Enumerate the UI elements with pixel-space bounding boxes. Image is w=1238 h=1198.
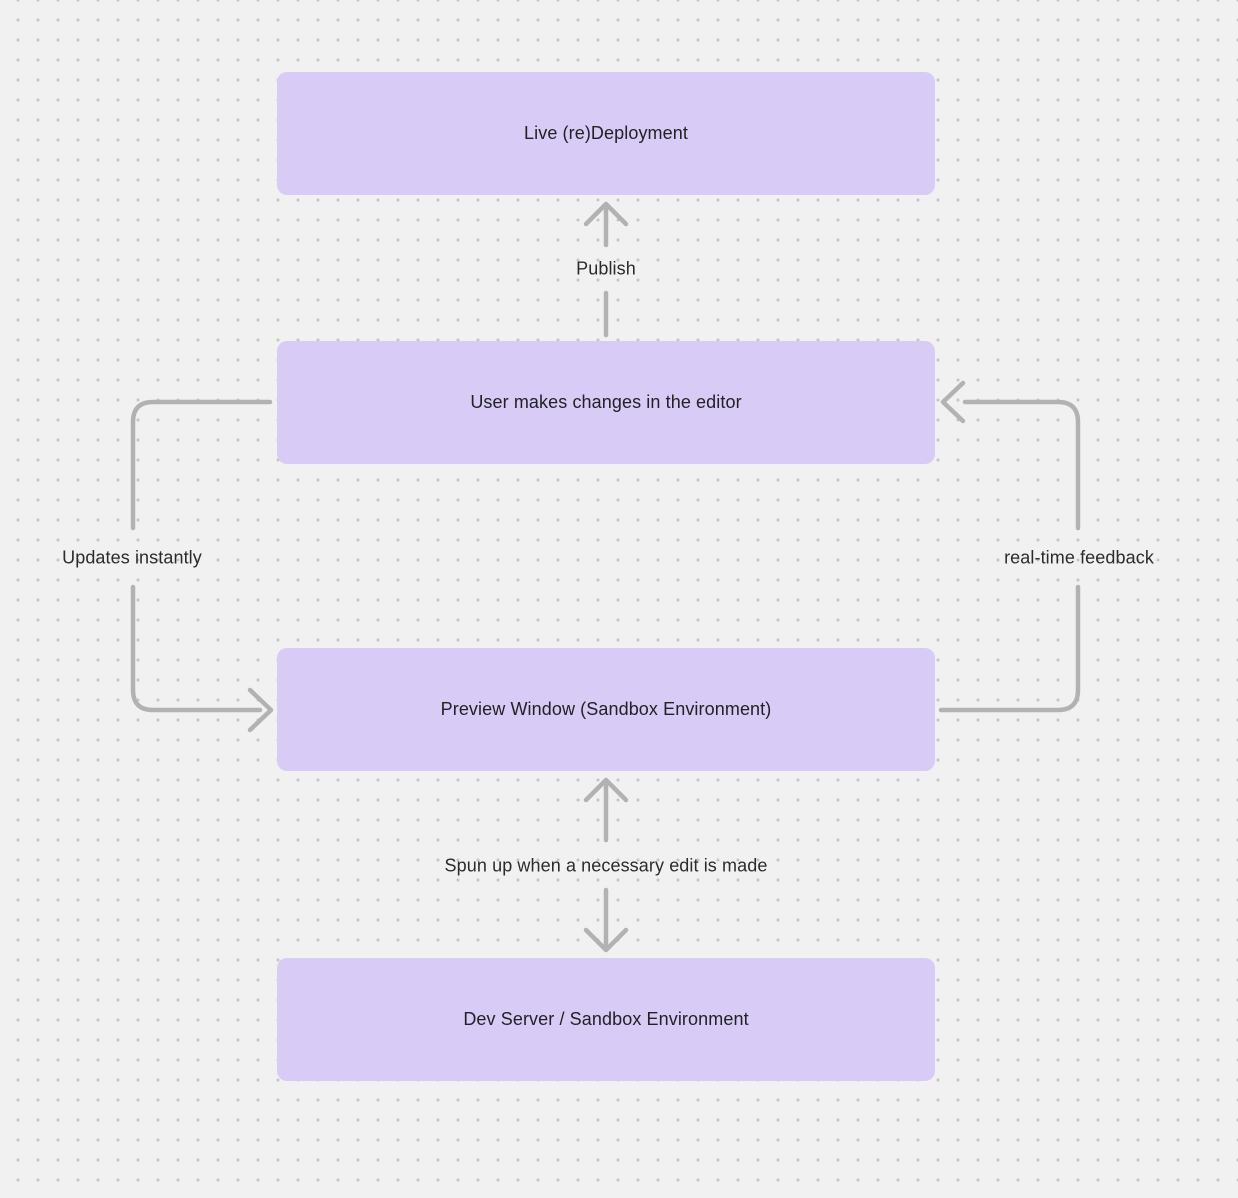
edge-label-realtime-feedback: real-time feedback: [1004, 547, 1154, 568]
node-dev-server[interactable]: Dev Server / Sandbox Environment: [277, 958, 935, 1081]
node-user-edits[interactable]: User makes changes in the editor: [277, 341, 935, 464]
edge-label-updates-instantly: Updates instantly: [62, 547, 202, 568]
arrowhead-up-icon: [583, 201, 629, 227]
arrowhead-right-icon: [247, 687, 274, 733]
node-label: Live (re)Deployment: [524, 123, 688, 143]
edge-label-publish: Publish: [576, 258, 636, 279]
edge-label-spun-up: Spun up when a necessary edit is made: [444, 855, 768, 876]
arrowhead-down-icon: [583, 927, 629, 953]
realtime-feedback-arrow: [938, 380, 1081, 713]
node-label: Dev Server / Sandbox Environment: [463, 1009, 749, 1029]
node-label: Preview Window (Sandbox Environment): [440, 699, 772, 719]
arrowhead-up-icon: [583, 777, 629, 803]
node-live-redeployment[interactable]: Live (re)Deployment: [277, 72, 935, 195]
node-label: User makes changes in the editor: [470, 392, 742, 412]
arrowhead-left-icon: [940, 380, 966, 424]
node-preview-window[interactable]: Preview Window (Sandbox Environment): [277, 648, 935, 771]
